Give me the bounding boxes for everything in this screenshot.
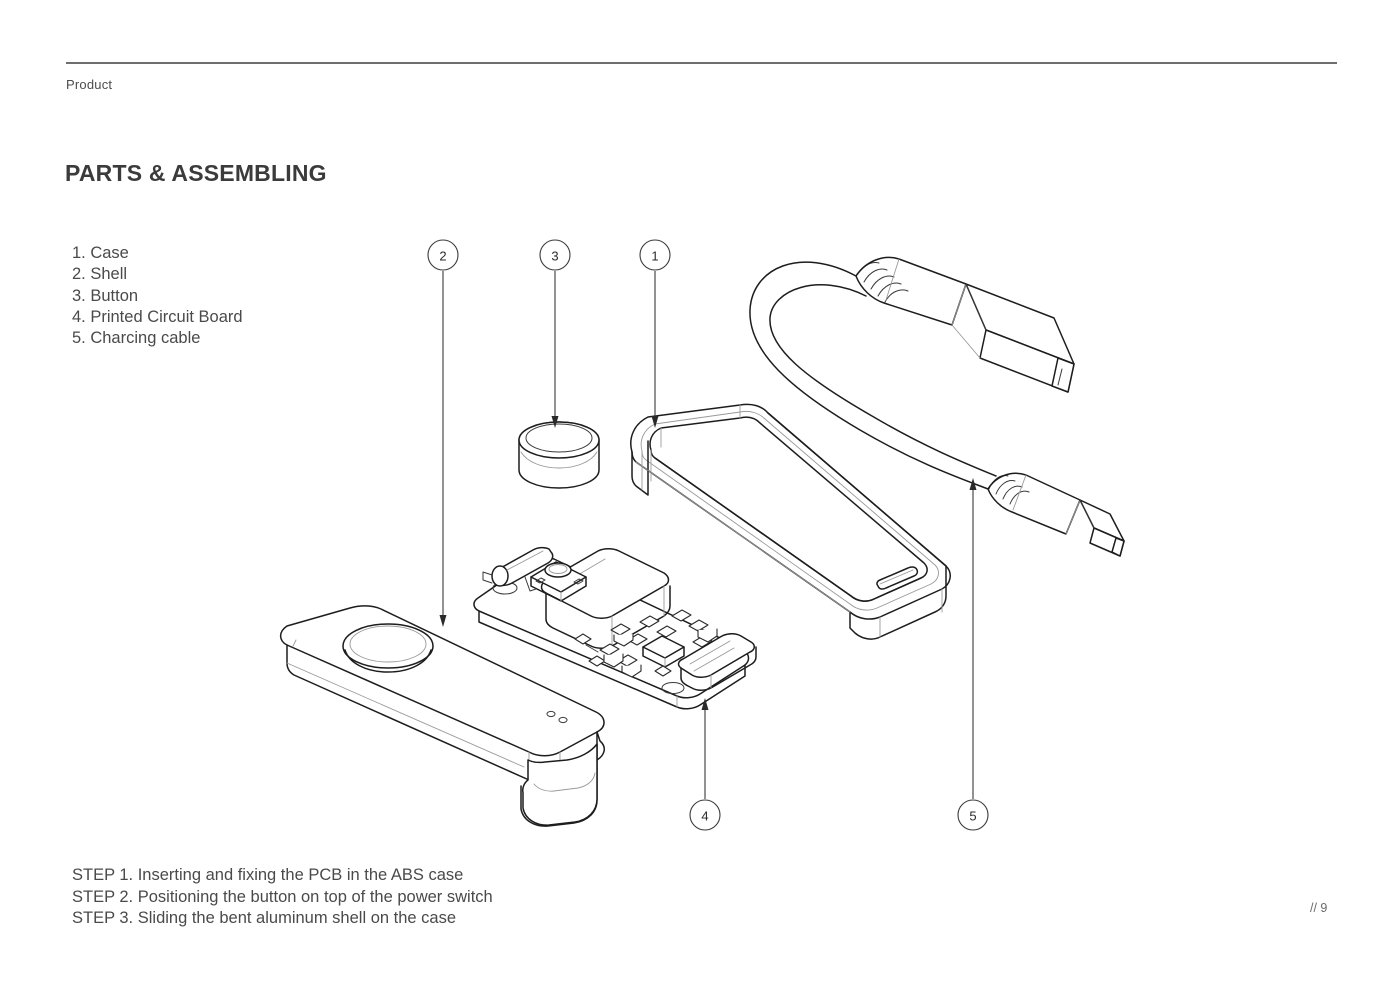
callout-leader-lines [439,271,977,799]
list-item: 2. Shell [72,265,128,284]
callout-label: 3 [551,249,558,264]
callout-bubble[interactable]: 3 [539,239,571,271]
page-number: // 9 [1310,901,1328,915]
header-label: Product [66,77,113,92]
header-rule [66,62,1337,64]
callout-bubble[interactable]: 1 [639,239,671,271]
printed-circuit-board-part [473,546,757,710]
list-item: STEP 2. Positioning the button on top of… [72,887,493,906]
callout-label: 5 [969,809,976,824]
callout-label: 4 [701,809,708,824]
list-item: 5. Charcing cable [72,329,201,348]
callout-bubble[interactable]: 2 [427,239,459,271]
list-item: 4. Printed Circuit Board [72,307,243,326]
case-part [630,403,951,640]
list-item: STEP 1. Inserting and fixing the PCB in … [72,866,464,884]
parts-legend-list: 1. Case 2. Shell 3. Button 4. Printed Ci… [72,243,243,349]
charging-cable-part [749,256,1125,557]
callout-bubble[interactable]: 4 [689,799,721,831]
list-item: STEP 3. Sliding the bent aluminum shell … [72,909,457,927]
battery-block [540,548,671,649]
callout-label: 1 [651,249,658,264]
page-title: PARTS & ASSEMBLING [65,160,327,186]
list-item: 1. Case [72,244,129,262]
cylindrical-component [482,546,554,592]
micro-usb-connector [987,472,1125,557]
button-part [518,421,600,489]
smd-components [588,609,718,678]
tactile-switch [530,561,587,602]
smd-ic [642,635,685,668]
assembly-steps-list: STEP 1. Inserting and fixing the PCB in … [72,865,493,930]
shell-part [279,605,605,827]
board-micro-usb-port [677,633,757,691]
list-item: 3. Button [72,286,139,305]
callout-label: 2 [439,249,446,264]
usb-a-connector [855,256,1075,393]
callout-bubble[interactable]: 5 [957,799,989,831]
